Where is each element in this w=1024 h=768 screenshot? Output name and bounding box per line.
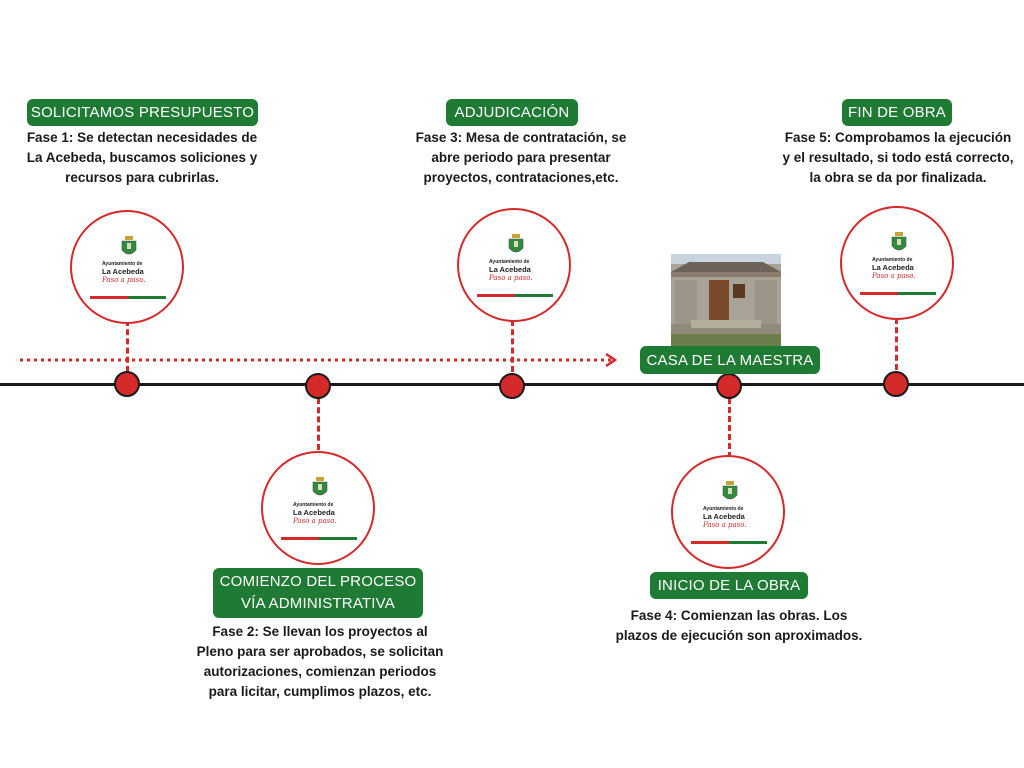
coat-of-arms-icon [891,232,907,251]
logo-line1: Ayuntamiento de [293,502,334,508]
phase-2-title: COMIENZO DEL PROCESO VÍA ADMINISTRATIVA [213,568,423,618]
connector-phase-5 [895,318,898,370]
ayuntamiento-logo: Ayuntamiento de La Acebeda Paso a paso. [673,457,783,567]
logo-line2: La Acebeda [293,508,335,517]
logo-circle-phase-1: Ayuntamiento de La Acebeda Paso a paso. [70,210,184,324]
ayuntamiento-logo: Ayuntamiento de La Acebeda Paso a paso. [459,210,569,320]
phase-2-title-line2: VÍA ADMINISTRATIVA [241,595,395,612]
logo-line1: Ayuntamiento de [872,257,913,263]
logo-tagline: Paso a paso. [703,521,747,529]
house-photo [671,254,781,348]
phase-3-title: ADJUDICACIÓN [446,99,578,126]
phase-3-description: Fase 3: Mesa de contratación, se abre pe… [415,130,627,185]
phase-2-description: Fase 2: Se llevan los proyectos al Pleno… [196,624,444,699]
timeline-node-phase-2 [305,373,331,399]
logo-line2: La Acebeda [872,263,914,272]
phase-4-title: INICIO DE LA OBRA [650,572,808,599]
logo-line2: La Acebeda [102,267,144,276]
phase-5-description: Fase 5: Comprobamos la ejecución y el re… [782,130,1014,185]
connector-phase-1 [126,320,129,372]
logo-circle-phase-2: Ayuntamiento de La Acebeda Paso a paso. [261,451,375,565]
logo-tagline: Paso a paso. [489,274,533,282]
logo-bar [860,292,936,295]
timeline-node-phase-4 [716,373,742,399]
logo-bar [281,537,357,540]
ayuntamiento-logo: Ayuntamiento de La Acebeda Paso a paso. [842,208,952,318]
project-label: CASA DE LA MAESTRA [640,346,820,374]
logo-bar [477,294,553,297]
logo-line1: Ayuntamiento de [102,261,143,267]
timeline-node-phase-1 [114,371,140,397]
house-photo-icon [671,254,781,348]
logo-tagline: Paso a paso. [102,276,146,284]
logo-line2: La Acebeda [703,512,745,521]
connector-phase-3 [511,320,514,372]
logo-circle-phase-4: Ayuntamiento de La Acebeda Paso a paso. [671,455,785,569]
ayuntamiento-logo: Ayuntamiento de La Acebeda Paso a paso. [263,453,373,563]
coat-of-arms-icon [312,477,328,496]
logo-bar [90,296,166,299]
progress-arrow [20,352,618,368]
connector-phase-4 [728,398,731,458]
phase-4-description: Fase 4: Comienzan las obras. Los plazos … [615,608,863,643]
logo-line1: Ayuntamiento de [489,259,530,265]
coat-of-arms-icon [722,481,738,500]
timeline-node-phase-3 [499,373,525,399]
phase-2-title-line1: COMIENZO DEL PROCESO [219,573,417,590]
ayuntamiento-logo: Ayuntamiento de La Acebeda Paso a paso. [72,212,182,322]
coat-of-arms-icon [121,236,137,255]
phase-1-description: Fase 1: Se detectan necesidades de La Ac… [26,130,258,185]
logo-circle-phase-5: Ayuntamiento de La Acebeda Paso a paso. [840,206,954,320]
phase-5-title: FIN DE OBRA [842,99,952,126]
phase-1-title: SOLICITAMOS PRESUPUESTO [27,99,258,126]
connector-phase-2 [317,398,320,450]
logo-bar [691,541,767,544]
logo-tagline: Paso a paso. [293,517,337,525]
logo-circle-phase-3: Ayuntamiento de La Acebeda Paso a paso. [457,208,571,322]
timeline-node-phase-5 [883,371,909,397]
logo-line2: La Acebeda [489,265,531,274]
coat-of-arms-icon [508,234,524,253]
logo-tagline: Paso a paso. [872,272,916,280]
logo-line1: Ayuntamiento de [703,506,744,512]
